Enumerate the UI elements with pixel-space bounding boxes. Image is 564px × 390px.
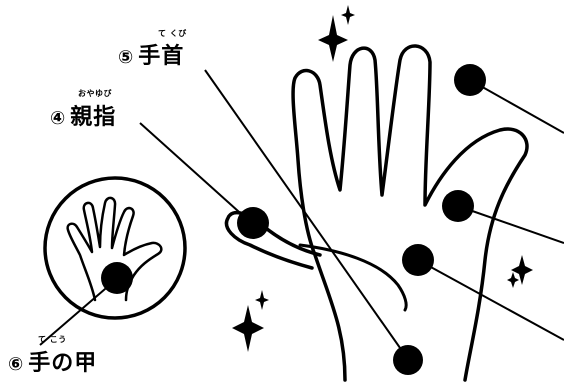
number-6: ⑥ bbox=[8, 354, 24, 375]
inset-circle bbox=[43, 176, 187, 320]
ruby-wrist: て くび bbox=[158, 29, 187, 38]
large-hand-outline bbox=[224, 44, 529, 382]
text-thumb: 親指 bbox=[70, 105, 117, 130]
point-wrist bbox=[393, 345, 423, 375]
sparkle-icon bbox=[318, 15, 348, 62]
text-wrist: 手首 bbox=[138, 44, 185, 69]
sparkle-icon bbox=[232, 305, 264, 352]
leader-lines bbox=[39, 69, 564, 356]
sparkle-icon bbox=[511, 255, 533, 285]
small-hand-outline bbox=[66, 196, 163, 302]
ruby-back-of-hand: て こう bbox=[38, 335, 67, 344]
number-5: ⑤ bbox=[118, 47, 134, 68]
sparkle-icon bbox=[255, 290, 269, 310]
text-back-of-hand: 手の甲 bbox=[28, 351, 98, 376]
ruby-thumb: おやゆび bbox=[78, 89, 112, 98]
sparkle-icon bbox=[507, 272, 519, 288]
sparkle-icon bbox=[341, 5, 355, 25]
number-4: ④ bbox=[50, 108, 66, 129]
point-thumb bbox=[237, 207, 269, 239]
sparkles bbox=[232, 5, 533, 352]
